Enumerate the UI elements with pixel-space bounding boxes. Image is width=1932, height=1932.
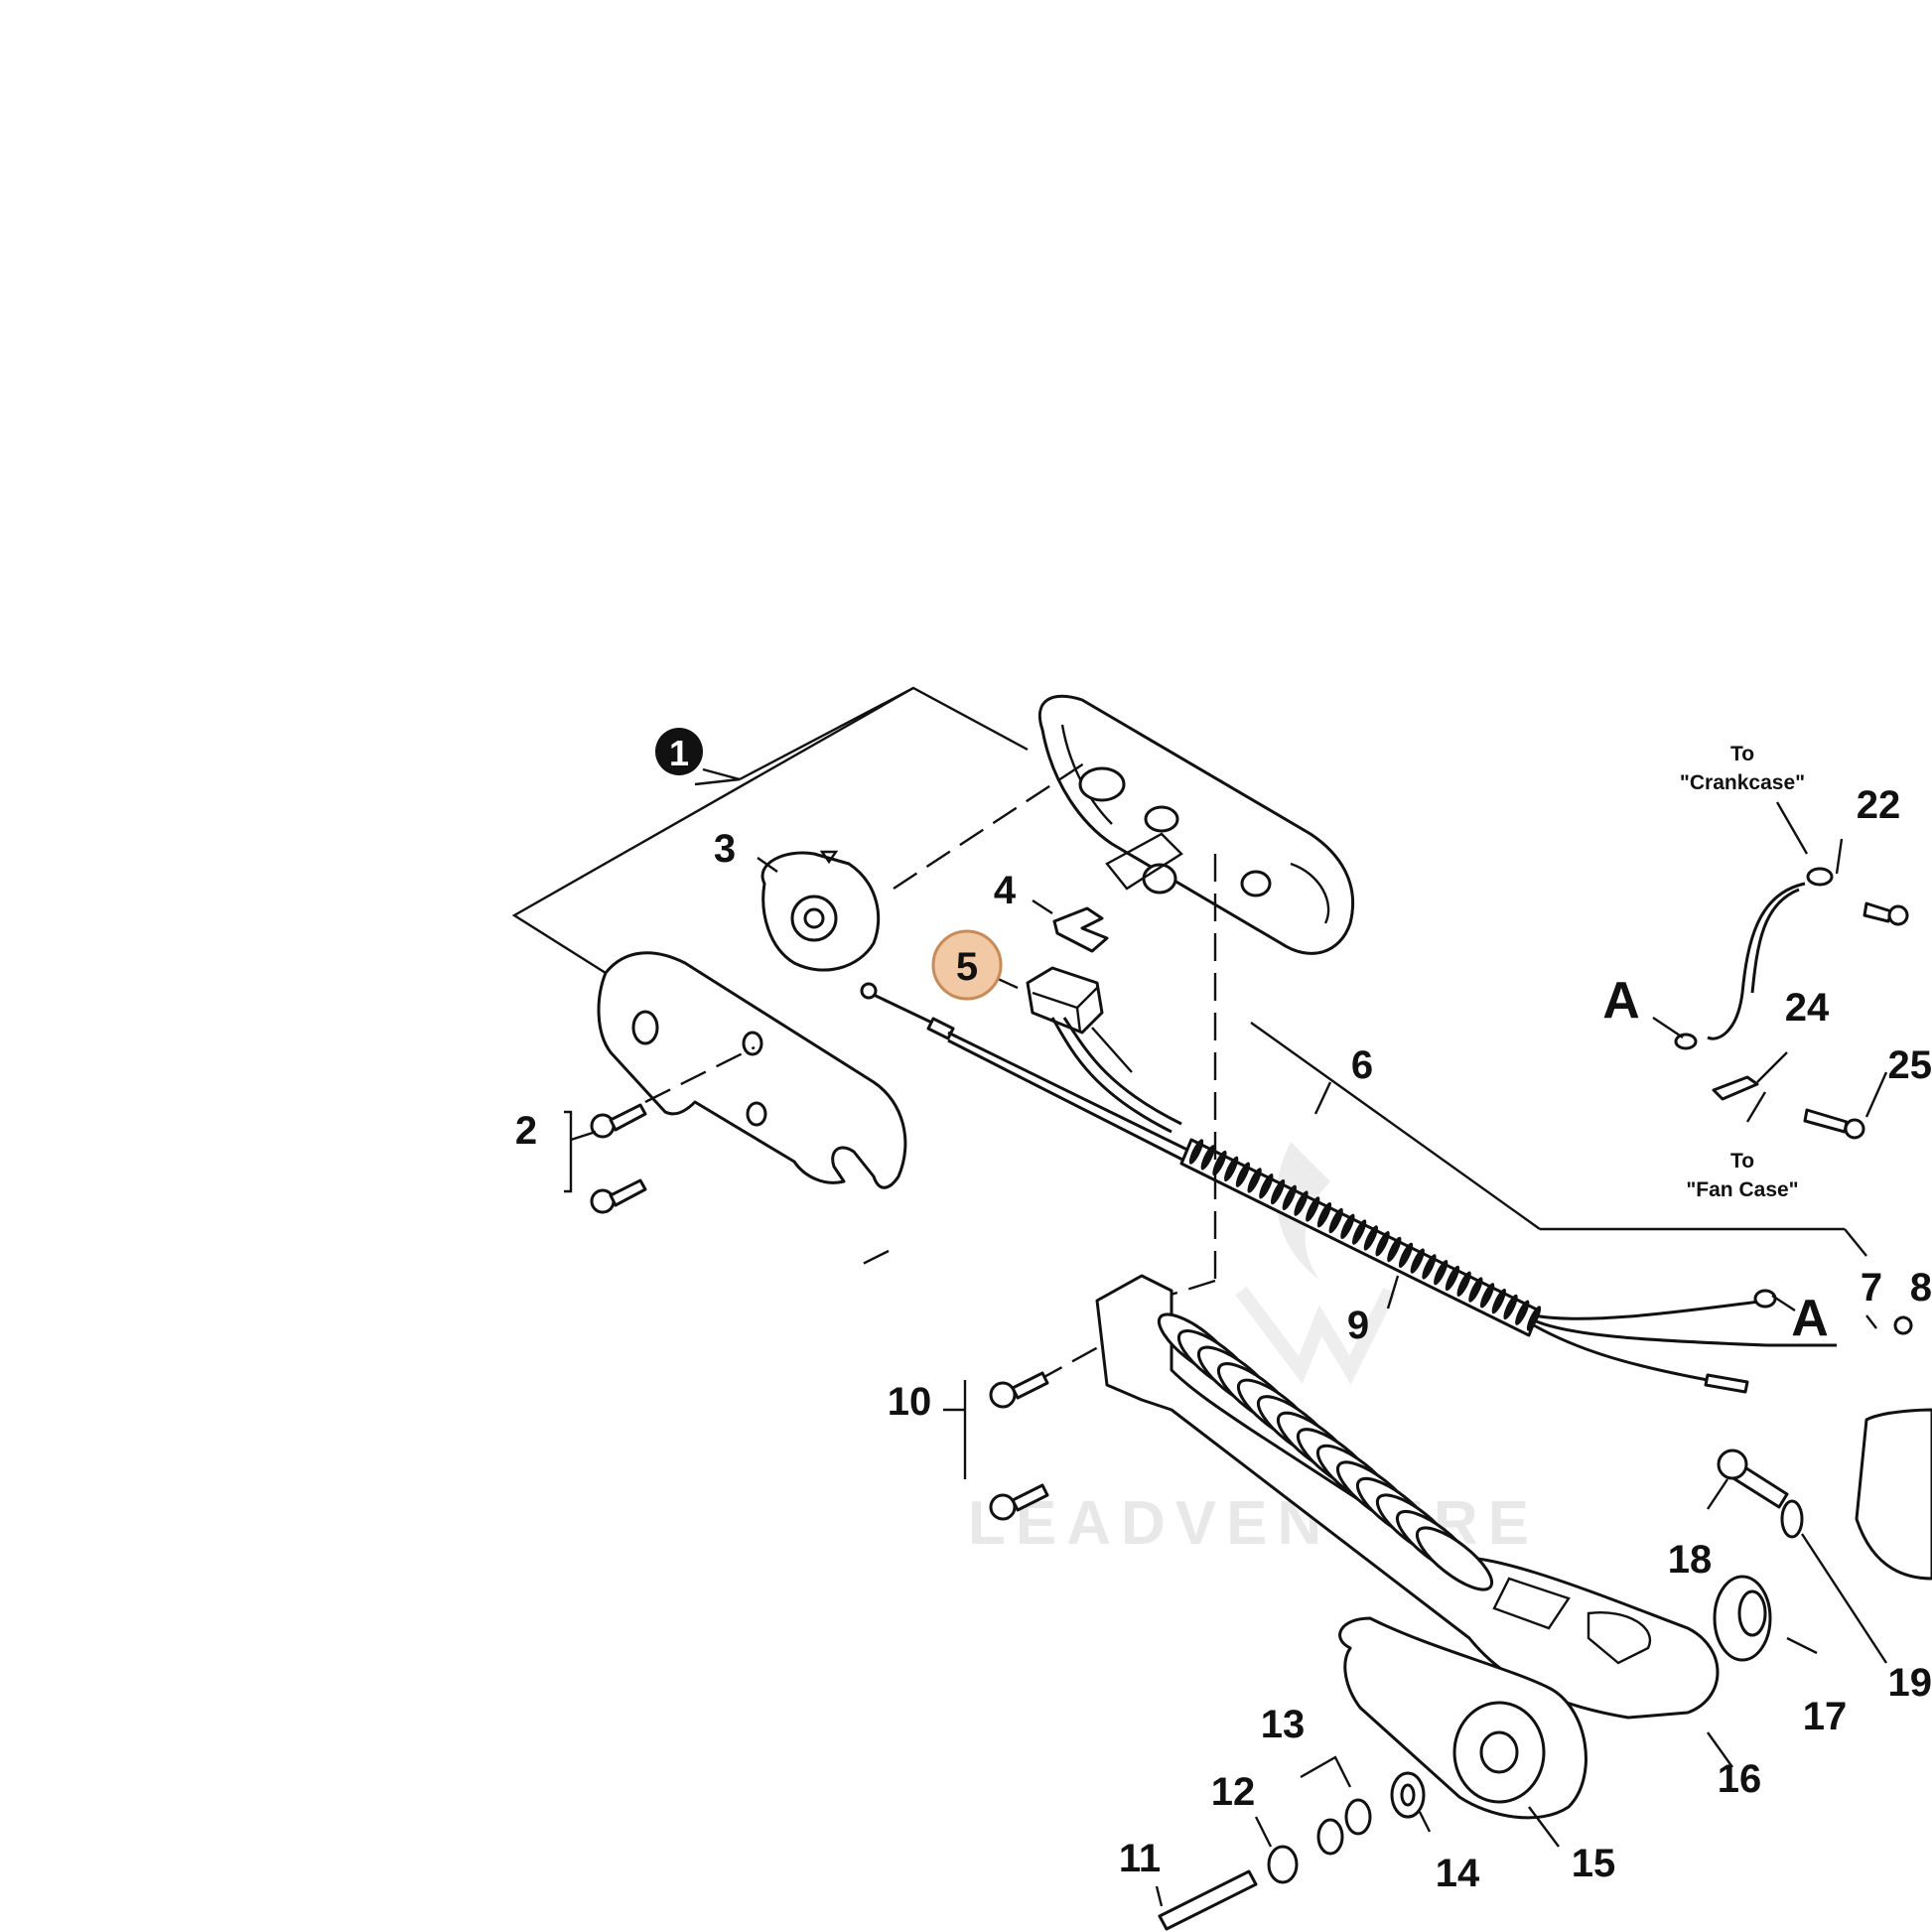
callout-4[interactable]: 4 <box>994 869 1017 912</box>
tube-coil <box>1340 1213 1355 1240</box>
callout-14[interactable]: 14 <box>1436 1852 1480 1895</box>
tube-coil <box>1422 1254 1437 1280</box>
tube-coil <box>1200 1145 1215 1171</box>
callout-3[interactable]: 3 <box>714 827 736 871</box>
callout-25[interactable]: 25 <box>1888 1043 1932 1087</box>
tube-coil <box>1316 1202 1332 1228</box>
callout-15[interactable]: 15 <box>1572 1842 1616 1885</box>
callout-12[interactable]: 12 <box>1211 1770 1256 1814</box>
svg-text:To: To <box>1730 743 1754 765</box>
callout-16[interactable]: 16 <box>1718 1757 1762 1801</box>
svg-text:5: 5 <box>956 945 978 989</box>
tube-coil <box>1503 1294 1518 1320</box>
callout-22[interactable]: 22 <box>1857 783 1901 827</box>
tube-coil <box>1526 1306 1542 1331</box>
short-circuit-switch-5 <box>1026 966 1104 1035</box>
washer-13b <box>1344 1798 1372 1836</box>
tube-coils <box>1188 1139 1542 1331</box>
tube-coil <box>1375 1230 1390 1257</box>
tube-coil <box>1410 1248 1425 1274</box>
tube-coil <box>1328 1207 1343 1234</box>
grip-ribs <box>1157 1312 1494 1591</box>
washer-12 <box>1267 1845 1299 1884</box>
tube-coil <box>1259 1173 1274 1199</box>
callout-labels: 3 2 4 6 9 7 8 10 11 12 13 14 15 16 17 18… <box>515 783 1932 1895</box>
tube-coil <box>1270 1178 1286 1205</box>
screws-10 <box>989 1371 1049 1521</box>
watermark: LEADVENTURE <box>968 1142 1529 1558</box>
callout-17[interactable]: 17 <box>1803 1695 1848 1738</box>
svg-text:"Fan Case": "Fan Case" <box>1686 1178 1798 1201</box>
tube-coil <box>1468 1277 1483 1303</box>
tube-coil <box>1282 1184 1297 1211</box>
callout-11[interactable]: 11 <box>1119 1837 1161 1880</box>
callout-5-highlighted[interactable]: 5 <box>931 929 1003 1001</box>
callout-8[interactable]: 8 <box>1910 1266 1932 1310</box>
tube-coil <box>1434 1259 1449 1286</box>
callout-24[interactable]: 24 <box>1785 986 1830 1030</box>
callout-13[interactable]: 13 <box>1261 1703 1306 1746</box>
note-to-crankcase: To "Crankcase" <box>1680 743 1805 794</box>
assembly-1-bracket <box>511 686 1029 975</box>
tube-coil <box>1352 1219 1367 1245</box>
handle-bracket-15 <box>1338 1616 1587 1820</box>
tube-coil <box>1306 1196 1320 1222</box>
callout-10[interactable]: 10 <box>888 1380 932 1424</box>
nut-7 <box>1893 1315 1913 1335</box>
connector-mark-a-right: A <box>1791 1290 1829 1347</box>
tube-coil <box>1235 1162 1251 1187</box>
tube-coil <box>1188 1139 1204 1165</box>
callout-18[interactable]: 18 <box>1668 1538 1713 1582</box>
handle-housing-upper <box>1037 694 1355 955</box>
contact-spring-3 <box>760 850 881 972</box>
tube-coil <box>1212 1150 1227 1176</box>
tube-coil <box>1247 1168 1262 1193</box>
svg-text:1: 1 <box>669 733 689 773</box>
note-to-fan-case: To "Fan Case" <box>1686 1150 1798 1201</box>
callout-1[interactable]: 1 <box>655 728 703 775</box>
callout-19[interactable]: 19 <box>1888 1661 1932 1705</box>
ground-wire-22 <box>1674 867 1913 1335</box>
hardware-bottom <box>1158 1408 1932 1931</box>
tube-coil <box>1515 1300 1530 1325</box>
screw-11 <box>1158 1869 1258 1931</box>
callout-2[interactable]: 2 <box>515 1109 537 1153</box>
clamp-24 <box>1712 1075 1759 1101</box>
connector-mark-a-left: A <box>1602 972 1640 1030</box>
grip-rib <box>1415 1526 1494 1591</box>
screw-25 <box>1803 1108 1849 1134</box>
washer-19 <box>1780 1499 1804 1539</box>
tube-coil <box>1491 1288 1506 1314</box>
tube-coil <box>1294 1190 1309 1216</box>
leader-lines <box>564 767 1888 1907</box>
tube-coil <box>1456 1271 1471 1297</box>
svg-text:To: To <box>1730 1150 1754 1173</box>
screws-2 <box>590 1103 647 1214</box>
tube-coil <box>1398 1242 1414 1268</box>
tube-coil <box>1363 1225 1378 1251</box>
handle-mounting-16 <box>1095 1274 1720 1720</box>
tube-coil <box>1479 1283 1495 1309</box>
tube-coil <box>1445 1265 1460 1292</box>
tube-coil <box>1387 1236 1402 1263</box>
protective-tube-9 <box>1179 1138 1837 1394</box>
callout-7[interactable]: 7 <box>1861 1266 1882 1310</box>
washer-13a <box>1316 1818 1344 1856</box>
callout-6[interactable]: 6 <box>1351 1043 1373 1087</box>
svg-text:"Crankcase": "Crankcase" <box>1680 771 1805 794</box>
handle-housing-lower <box>597 951 907 1189</box>
bearing-right <box>1855 1408 1932 1581</box>
throttle-cable-6 <box>860 982 1192 1164</box>
tube-coil <box>1224 1156 1239 1182</box>
callout-9[interactable]: 9 <box>1347 1304 1369 1347</box>
spring-clip-4 <box>1052 906 1109 953</box>
